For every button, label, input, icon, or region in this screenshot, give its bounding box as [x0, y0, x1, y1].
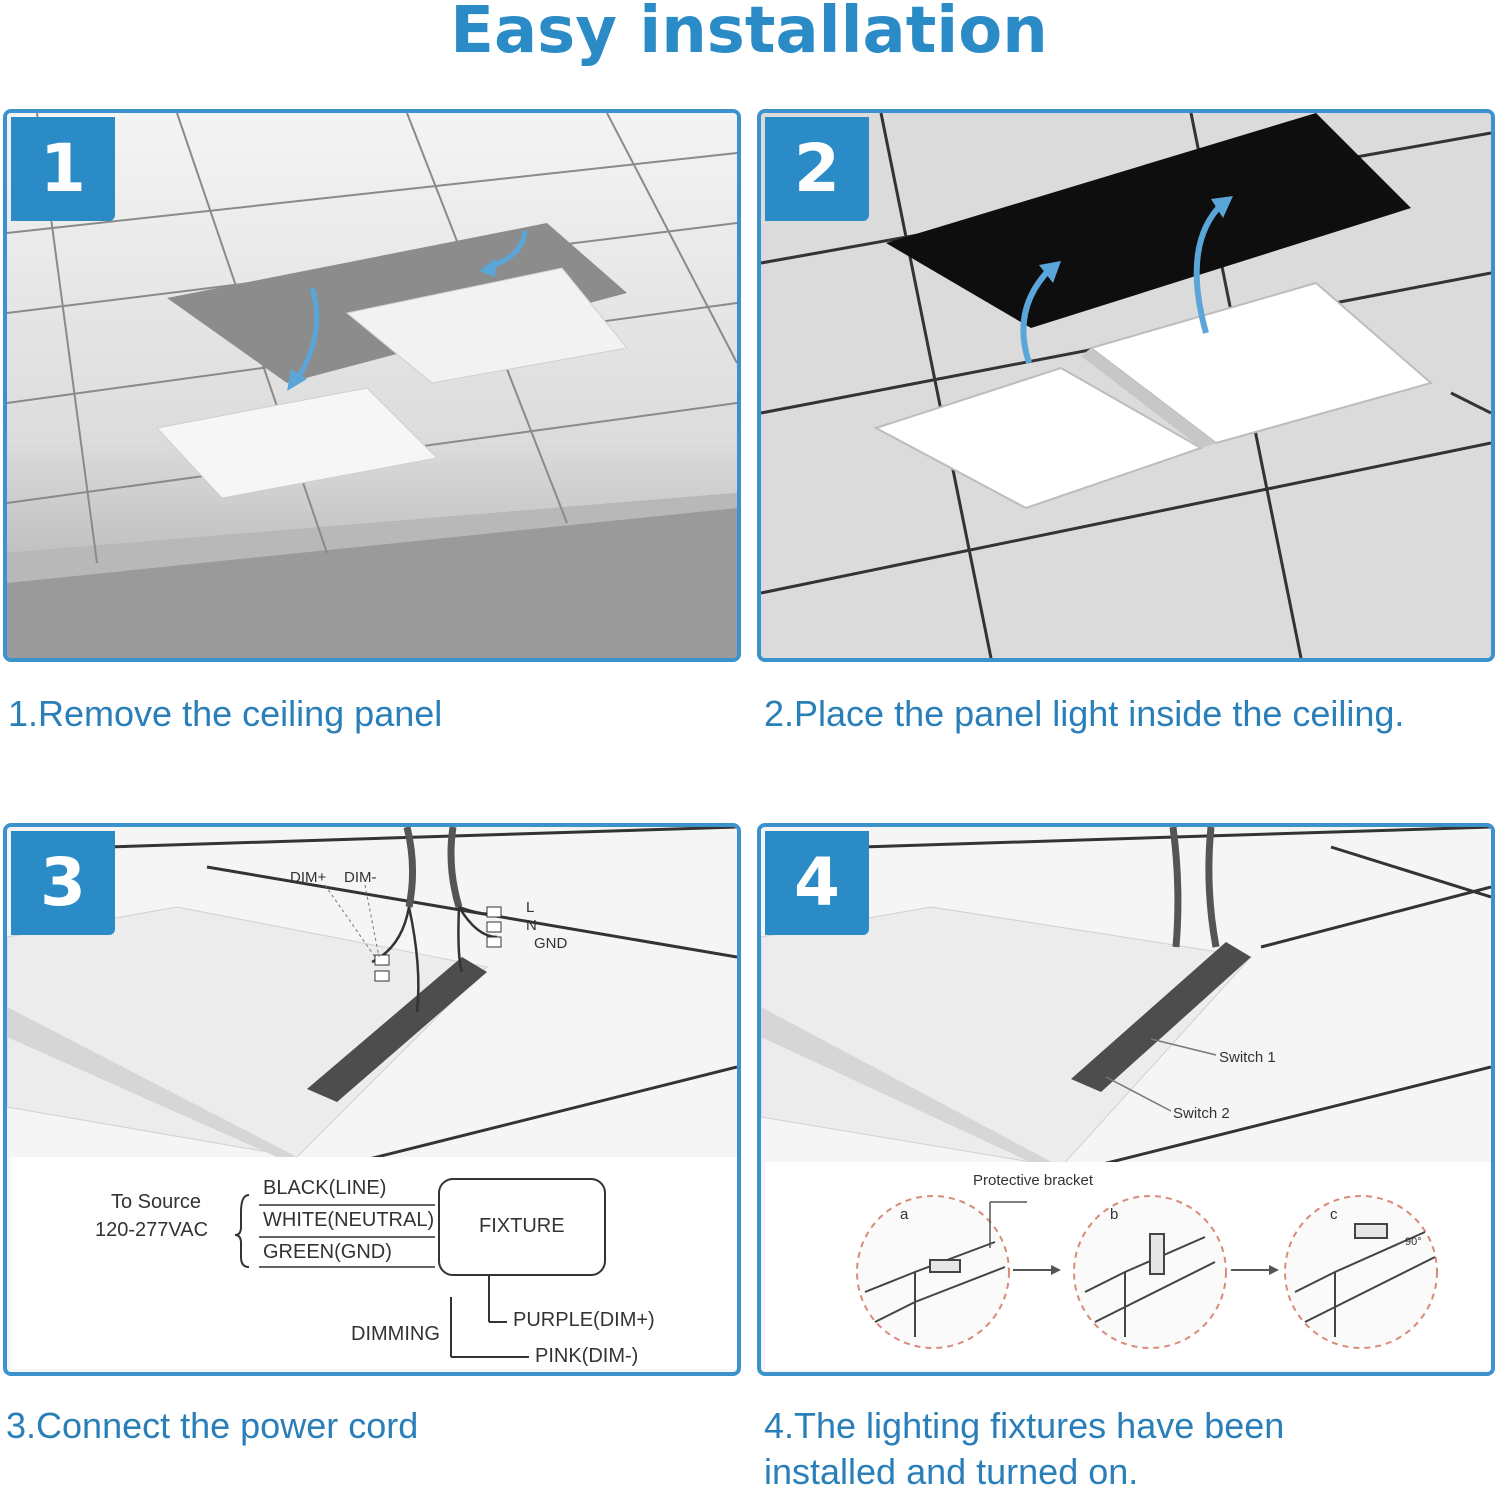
step-3-caption: 3.Connect the power cord — [6, 1405, 419, 1446]
wiring-diagram: To Source 120-277VAC BLACK(LINE) WHITE(N… — [11, 1157, 737, 1369]
pink-wire-label: PINK(DIM-) — [535, 1345, 639, 1367]
step-3-badge: 3 — [11, 831, 115, 935]
step-b-label: b — [1110, 1206, 1119, 1223]
step-2-badge: 2 — [765, 117, 869, 221]
step-4-panel: Switch 1 Switch 2 4 — [757, 823, 1495, 1376]
step-c-label: c — [1330, 1206, 1338, 1223]
line-l-label: L — [526, 899, 535, 916]
step-1-badge: 1 — [11, 117, 115, 221]
ceiling-remove-illustration — [7, 113, 737, 658]
fixture-label: FIXTURE — [479, 1215, 565, 1237]
black-wire-label: BLACK(LINE) — [263, 1177, 387, 1199]
step-2-caption: 2.Place the panel light inside the ceili… — [764, 693, 1405, 734]
bracket-detail: Protective bracket a b c 90° — [765, 1162, 1491, 1370]
step-4-caption-line-2: installed and turned on. — [764, 1451, 1139, 1492]
step-3-panel: DIM+ DIM- L N GND 3 To Source 120-277VAC… — [3, 823, 741, 1376]
green-wire-label: GREEN(GND) — [263, 1241, 392, 1263]
dim-minus-label: DIM- — [344, 869, 377, 886]
line-gnd-label: GND — [534, 935, 568, 952]
step-1-caption: 1.Remove the ceiling panel — [8, 693, 443, 734]
panel-install-illustration — [761, 113, 1491, 658]
protective-bracket-label: Protective bracket — [973, 1172, 1094, 1189]
source-label-1: To Source — [111, 1191, 202, 1213]
dim-plus-label: DIM+ — [290, 869, 327, 886]
dimming-label: DIMMING — [351, 1323, 440, 1345]
angle-label: 90° — [1405, 1236, 1422, 1248]
line-n-label: N — [526, 917, 537, 934]
switch-1-label: Switch 1 — [1219, 1049, 1276, 1066]
purple-wire-label: PURPLE(DIM+) — [513, 1309, 655, 1331]
wiring-lines — [234, 1178, 606, 1358]
page-title: Easy installation — [450, 0, 1048, 68]
step-2-panel: 2 — [757, 109, 1495, 662]
step-1-panel: 1 — [3, 109, 741, 662]
source-label-2: 120-277VAC — [95, 1219, 209, 1241]
step-4-badge: 4 — [765, 831, 869, 935]
bracket-steps-illustration — [856, 1195, 1438, 1349]
step-4-caption-line-1: 4.The lighting fixtures have been — [764, 1405, 1285, 1446]
step-a-label: a — [900, 1206, 909, 1223]
switch-2-label: Switch 2 — [1173, 1105, 1230, 1122]
white-wire-label: WHITE(NEUTRAL) — [263, 1209, 435, 1231]
